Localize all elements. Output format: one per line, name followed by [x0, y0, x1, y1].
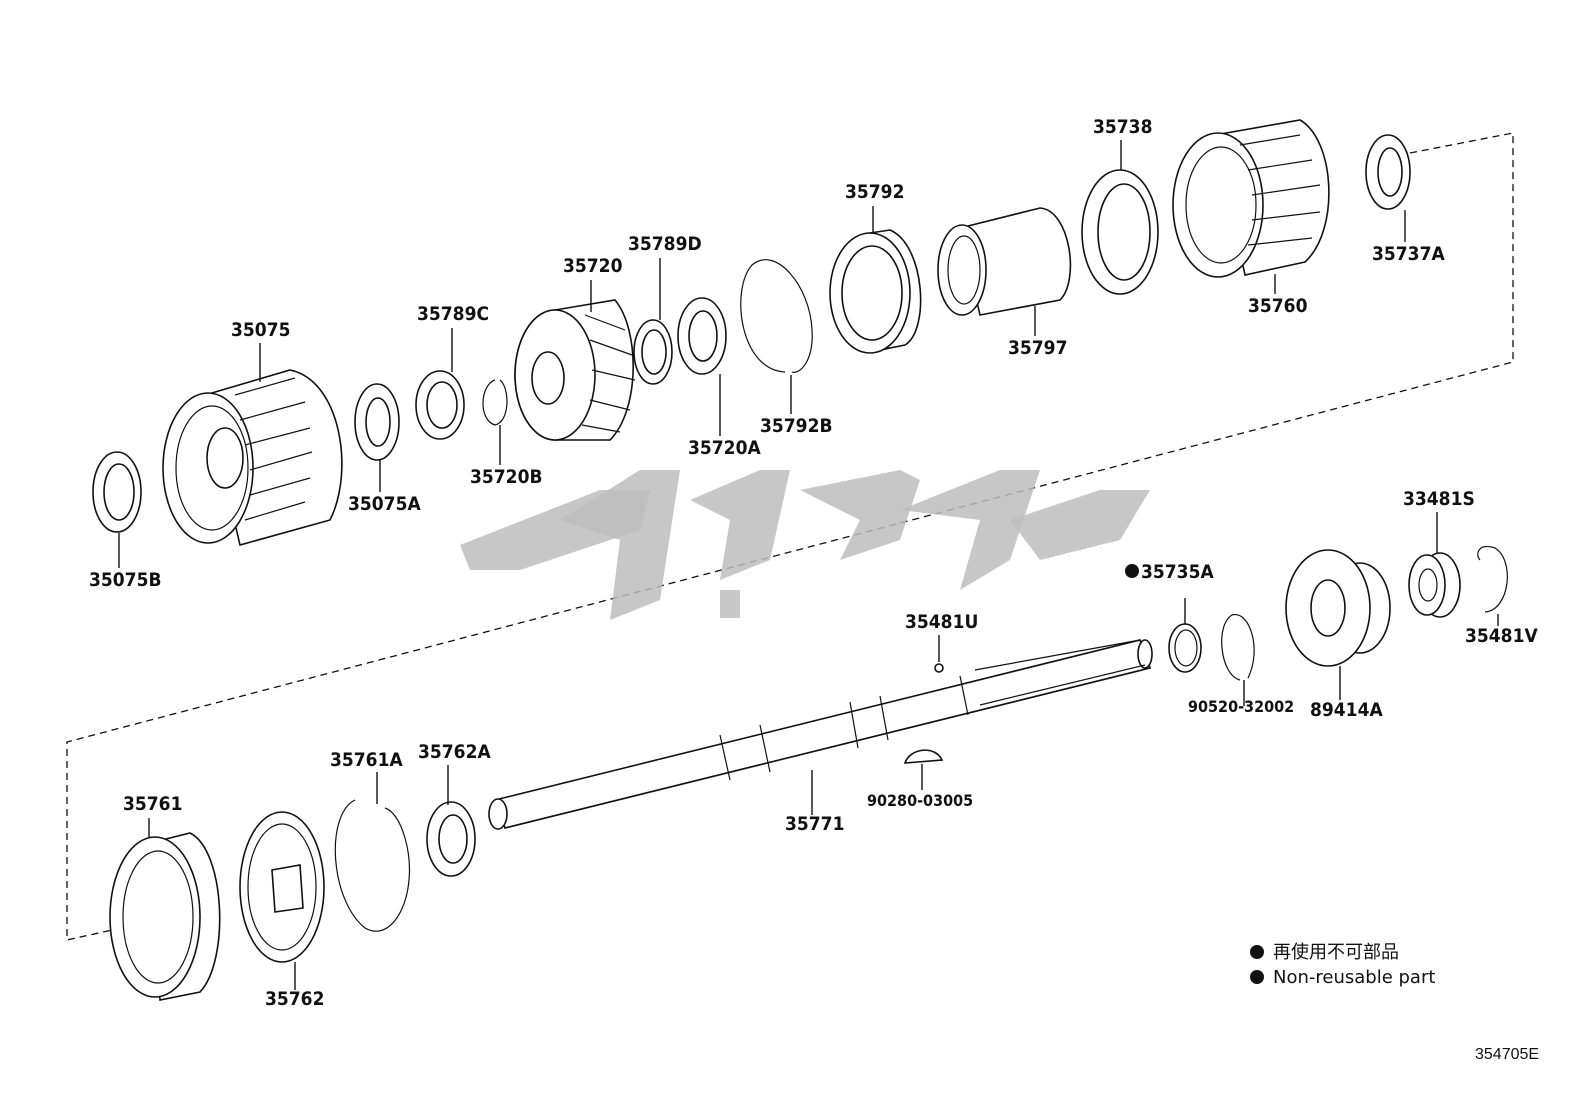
part-35761A-snap-ring[interactable]	[334, 799, 411, 932]
legend-text-jp: 再使用不可部品	[1273, 942, 1399, 963]
figure-code: 354705E	[1475, 1046, 1539, 1063]
part-89414A-rotor[interactable]	[1285, 549, 1391, 667]
part-35075-drum[interactable]	[162, 369, 343, 546]
part-35792-bearing[interactable]	[829, 229, 922, 354]
label-89414A[interactable]: 89414A	[1310, 699, 1383, 721]
part-35720A-bearing[interactable]	[677, 297, 727, 375]
part-labels: 35075B 35075 35075A 35789C 35720B 35720 …	[89, 116, 1538, 1010]
part-90280-03005-key[interactable]	[903, 749, 944, 764]
label-35762A[interactable]: 35762A	[418, 741, 491, 763]
part-35075A-bearing[interactable]	[354, 383, 400, 461]
assembly-boundary-line	[66, 132, 1514, 941]
legend: 再使用不可部品 Non-reusable part	[1250, 942, 1435, 988]
part-35481U-ball[interactable]	[934, 663, 944, 673]
part-35720B-snap-ring[interactable]	[482, 379, 508, 426]
part-35792B-snap-ring[interactable]	[740, 259, 813, 373]
label-90520-32002[interactable]: 90520-32002	[1188, 697, 1294, 716]
part-35789D-washer[interactable]	[633, 319, 673, 385]
part-33481S-bushing[interactable]	[1408, 552, 1461, 618]
label-35771[interactable]: 35771	[785, 813, 844, 835]
label-35792[interactable]: 35792	[845, 181, 904, 203]
label-35735A[interactable]: 35735A	[1141, 561, 1214, 583]
legend-dot-en	[1250, 970, 1264, 984]
non-reusable-dot-35735A	[1125, 564, 1139, 578]
label-35761[interactable]: 35761	[123, 793, 182, 815]
part-35737A-plate[interactable]	[1365, 134, 1411, 210]
label-90280-03005[interactable]: 90280-03005	[867, 791, 973, 810]
watermark-logo	[460, 470, 1150, 620]
label-35481V[interactable]: 35481V	[1465, 625, 1538, 647]
label-33481S[interactable]: 33481S	[1403, 488, 1475, 510]
label-35789C[interactable]: 35789C	[417, 303, 489, 325]
part-90520-32002-snap-ring[interactable]	[1221, 614, 1255, 681]
part-35760-gear-drum[interactable]	[1172, 119, 1330, 278]
legend-dot-jp	[1250, 945, 1264, 959]
part-35720-carrier[interactable]	[514, 299, 636, 441]
part-35075B-washer[interactable]	[92, 451, 142, 533]
part-35762A-bearing[interactable]	[426, 801, 476, 877]
part-35761-ring-gear[interactable]	[109, 832, 221, 1001]
label-35075A[interactable]: 35075A	[348, 493, 421, 515]
label-35075B[interactable]: 35075B	[89, 569, 162, 591]
part-35771-shaft[interactable]	[488, 639, 1153, 830]
label-35761A[interactable]: 35761A	[330, 749, 403, 771]
part-35797-sleeve[interactable]	[937, 207, 1072, 316]
part-35481V-snap-ring[interactable]	[1477, 545, 1508, 613]
leader-lines	[118, 140, 1499, 990]
label-35760[interactable]: 35760	[1248, 295, 1308, 317]
label-35720[interactable]: 35720	[563, 255, 623, 277]
label-35797[interactable]: 35797	[1008, 337, 1067, 359]
part-35762-gear-plate[interactable]	[239, 811, 325, 963]
part-35738-ring[interactable]	[1081, 169, 1159, 295]
label-35720A[interactable]: 35720A	[688, 437, 761, 459]
part-35789C-plate[interactable]	[415, 370, 465, 440]
label-35738[interactable]: 35738	[1093, 116, 1152, 138]
label-35789D[interactable]: 35789D	[628, 233, 702, 255]
label-35481U[interactable]: 35481U	[905, 611, 978, 633]
label-35075[interactable]: 35075	[231, 319, 290, 341]
part-35735A-ring[interactable]	[1168, 623, 1202, 673]
label-35737A[interactable]: 35737A	[1372, 243, 1445, 265]
legend-text-en: Non-reusable part	[1273, 967, 1435, 988]
label-35762[interactable]: 35762	[265, 988, 324, 1010]
label-35720B[interactable]: 35720B	[470, 466, 543, 488]
label-35792B[interactable]: 35792B	[760, 415, 833, 437]
